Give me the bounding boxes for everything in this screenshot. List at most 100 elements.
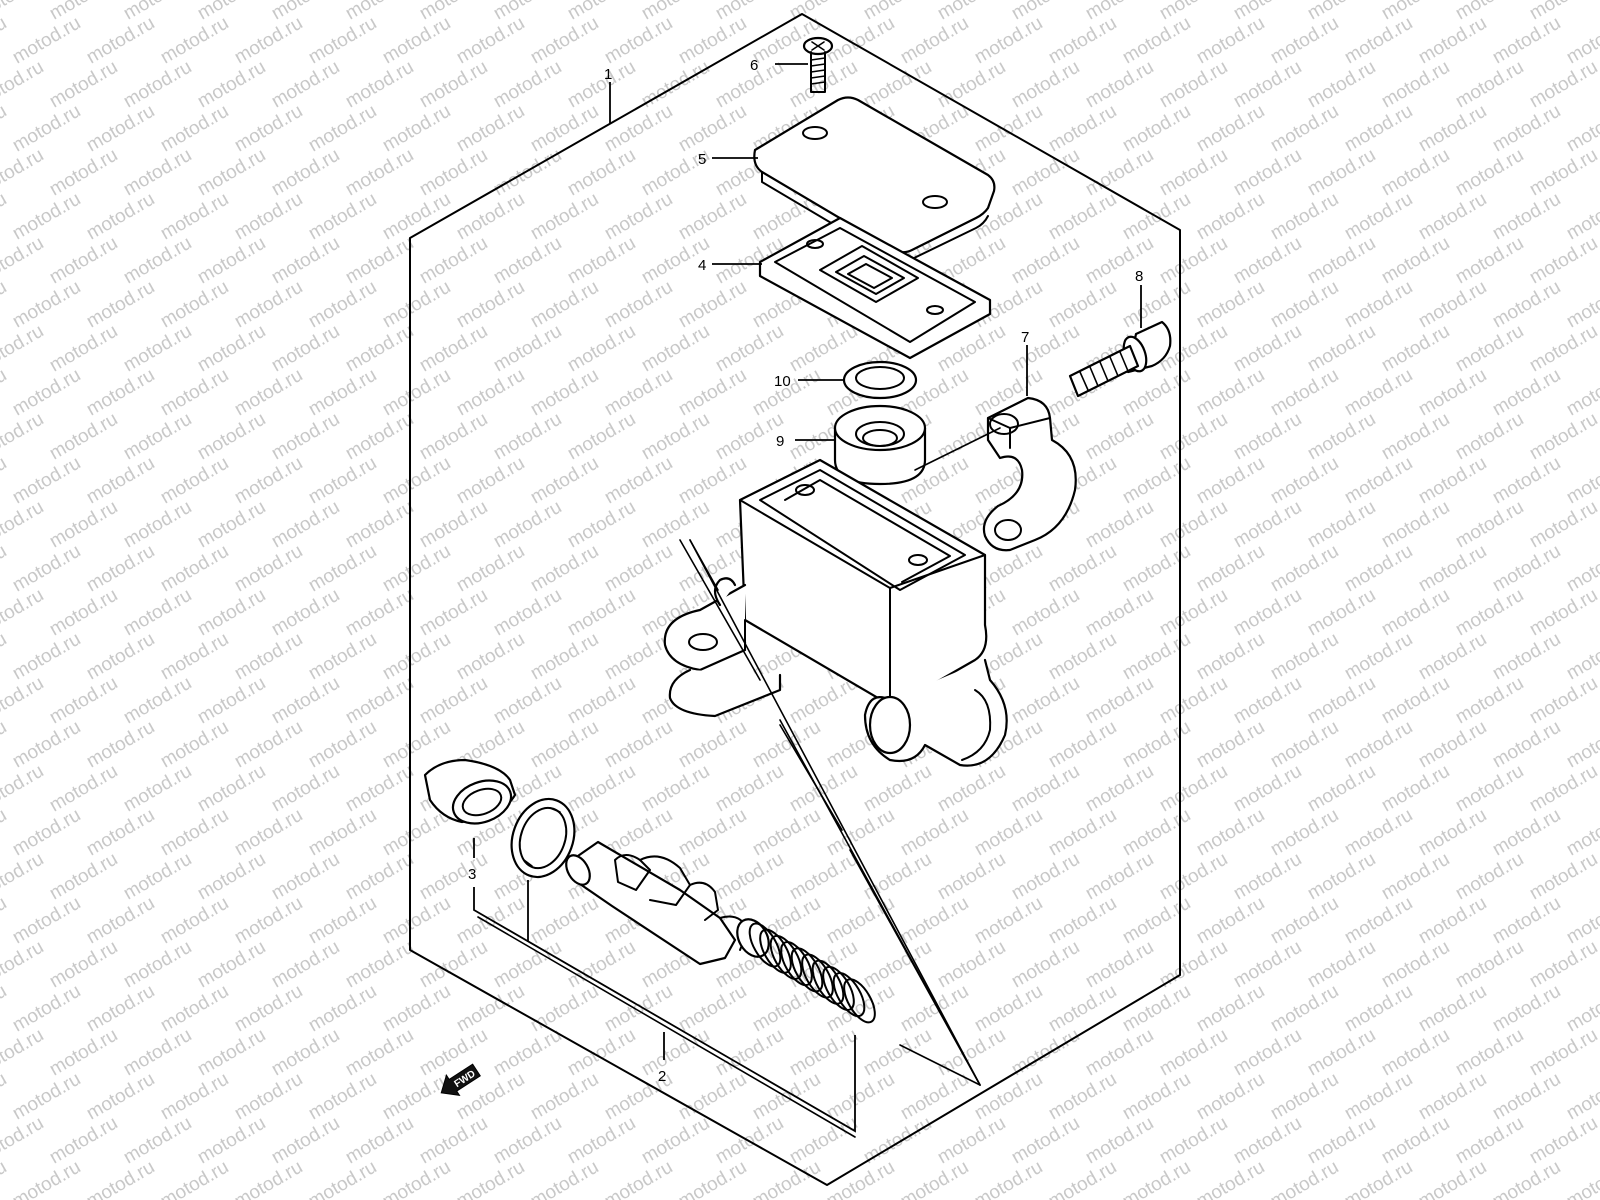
watermark-text: motod.ru: [1304, 1025, 1379, 1081]
watermark-text: motod.ru: [1082, 145, 1157, 201]
watermark-text: motod.ru: [1008, 761, 1083, 817]
watermark-text: motod.ru: [1415, 1069, 1490, 1125]
watermark-text: motod.ru: [1156, 761, 1231, 817]
watermark-text: motod.ru: [712, 761, 787, 817]
watermark-text: motod.ru: [1415, 1157, 1490, 1200]
return-spring: [736, 918, 876, 1024]
watermark-text: motod.ru: [1193, 981, 1268, 1037]
watermark-text: motod.ru: [675, 1157, 750, 1200]
watermark-text: motod.ru: [1267, 453, 1342, 509]
watermark-text: motod.ru: [601, 13, 676, 69]
watermark-text: motod.ru: [46, 1113, 121, 1169]
watermark-text: motod.ru: [416, 145, 491, 201]
watermark-text: motod.ru: [231, 453, 306, 509]
watermark-text: motod.ru: [527, 101, 602, 157]
watermark-text: motod.ru: [120, 57, 195, 113]
watermark-text: motod.ru: [1489, 453, 1564, 509]
spring-coil: [811, 959, 845, 1005]
watermark-text: motod.ru: [1230, 937, 1305, 993]
watermark-text: motod.ru: [9, 1157, 84, 1200]
watermark-text: motod.ru: [194, 1025, 269, 1081]
watermark-text: motod.ru: [1008, 0, 1083, 24]
watermark-text: motod.ru: [1341, 541, 1416, 597]
spring-coil: [790, 947, 824, 993]
watermark-text: motod.ru: [1267, 365, 1342, 421]
watermark-text: motod.ru: [9, 981, 84, 1037]
watermark-text: motod.ru: [1082, 1113, 1157, 1169]
watermark-text: motod.ru: [194, 497, 269, 553]
watermark-text: motod.ru: [860, 1025, 935, 1081]
watermark-text: motod.ru: [379, 1157, 454, 1200]
watermark-text: motod.ru: [83, 189, 158, 245]
watermark-text: motod.ru: [1082, 937, 1157, 993]
spring-coil: [748, 922, 782, 968]
watermark-text: motod.ru: [1193, 1157, 1268, 1200]
watermark-text: motod.ru: [1267, 277, 1342, 333]
watermark-text: motod.ru: [0, 717, 10, 773]
watermark-text: motod.ru: [416, 585, 491, 641]
watermark-text: motod.ru: [1415, 893, 1490, 949]
watermark-text: motod.ru: [712, 1025, 787, 1081]
watermark-text: motod.ru: [1452, 321, 1527, 377]
callout-1: 1: [604, 66, 612, 83]
watermark-text: motod.ru: [46, 673, 121, 729]
watermark-text: motod.ru: [1119, 453, 1194, 509]
assembly-guide-lines: [679, 427, 1001, 1086]
watermark-text: motod.ru: [527, 1157, 602, 1200]
assembly-frame: [409, 13, 1181, 1186]
watermark-text: motod.ru: [601, 277, 676, 333]
watermark-text: motod.ru: [157, 1069, 232, 1125]
watermark-text: motod.ru: [823, 893, 898, 949]
watermark-text: motod.ru: [1045, 189, 1120, 245]
watermark-text: motod.ru: [786, 1025, 861, 1081]
watermark-text: motod.ru: [1193, 277, 1268, 333]
watermark-text: motod.ru: [379, 453, 454, 509]
watermark-text: motod.ru: [268, 497, 343, 553]
watermark-text: motod.ru: [268, 409, 343, 465]
watermark-text: motod.ru: [1008, 673, 1083, 729]
watermark-text: motod.ru: [268, 145, 343, 201]
watermark-text: motod.ru: [1489, 717, 1564, 773]
watermark-text: motod.ru: [1341, 1157, 1416, 1200]
watermark-text: motod.ru: [1452, 409, 1527, 465]
watermark-text: motod.ru: [1156, 145, 1231, 201]
spring-coil: [769, 934, 803, 980]
watermark-text: motod.ru: [0, 101, 10, 157]
watermark-text: motod.ru: [305, 541, 380, 597]
watermark-text: motod.ru: [83, 101, 158, 157]
watermark-text: motod.ru: [564, 57, 639, 113]
watermark-text: motod.ru: [897, 893, 972, 949]
watermark-text: motod.ru: [83, 541, 158, 597]
watermark-text: motod.ru: [157, 717, 232, 773]
watermark-text: motod.ru: [83, 453, 158, 509]
watermark-text: motod.ru: [120, 233, 195, 289]
watermark-text: motod.ru: [1082, 1025, 1157, 1081]
watermark-text: motod.ru: [1230, 0, 1305, 24]
watermark-text: motod.ru: [231, 365, 306, 421]
callout-7: 7: [1021, 329, 1029, 346]
watermark-text: motod.ru: [1489, 805, 1564, 861]
watermark-text: motod.ru: [1341, 717, 1416, 773]
watermark-text: motod.ru: [1304, 849, 1379, 905]
watermark-text: motod.ru: [1526, 761, 1600, 817]
watermark-text: motod.ru: [0, 13, 10, 69]
watermark-text: motod.ru: [1563, 981, 1600, 1037]
watermark-text: motod.ru: [120, 1113, 195, 1169]
watermark-text: motod.ru: [0, 277, 10, 333]
watermark-text: motod.ru: [1008, 585, 1083, 641]
watermark-text: motod.ru: [1304, 1113, 1379, 1169]
watermark-text: motod.ru: [490, 409, 565, 465]
watermark-text: motod.ru: [1489, 629, 1564, 685]
cap-screw: [802, 36, 834, 93]
watermark-text: motod.ru: [1452, 0, 1527, 24]
watermark-text: motod.ru: [1452, 585, 1527, 641]
watermark-text: motod.ru: [1341, 101, 1416, 157]
watermark-text: motod.ru: [823, 1069, 898, 1125]
watermark-text: motod.ru: [1415, 541, 1490, 597]
watermark-text: motod.ru: [786, 849, 861, 905]
watermark-text: motod.ru: [1452, 673, 1527, 729]
watermark-text: motod.ru: [194, 585, 269, 641]
watermark-text: motod.ru: [527, 453, 602, 509]
watermark-text: motod.ru: [120, 321, 195, 377]
watermark-text: motod.ru: [1156, 849, 1231, 905]
